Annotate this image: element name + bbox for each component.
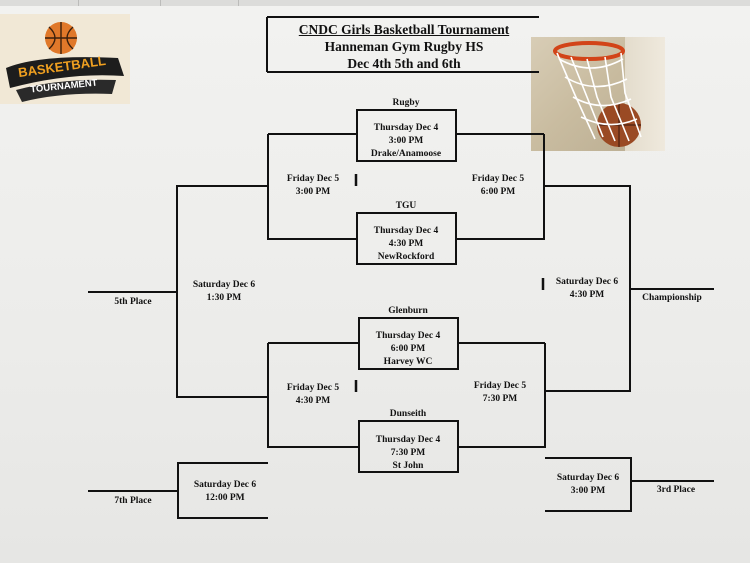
tournament-logo: BASKETBALL TOURNAMENT — [0, 14, 130, 104]
opponent-label: Drake/Anamoose — [370, 149, 442, 159]
opponent-label: NewRockford — [377, 252, 435, 262]
page-title: CNDC Girls Basketball Tournament — [298, 22, 510, 37]
dates-text: Dec 4th 5th and 6th — [347, 56, 461, 71]
header-box — [266, 16, 539, 73]
basketball-icon — [6, 22, 124, 102]
placement-label-7th: 7th Place — [114, 496, 152, 506]
round-day: Friday Dec 5 — [286, 174, 340, 184]
paper-top-edge — [0, 0, 750, 8]
game-time: 3:00 PM — [388, 136, 424, 146]
game-day: Thursday Dec 4 — [375, 331, 441, 341]
game-time: 6:00 PM — [390, 344, 426, 354]
placement-label-3rd: 3rd Place — [656, 485, 696, 495]
placement-label-5th: 5th Place — [114, 297, 152, 307]
opponent-label: St John — [392, 461, 424, 471]
game-day: Thursday Dec 4 — [375, 435, 441, 445]
game-time: 7:30 PM — [390, 448, 426, 458]
round-time: 12:00 PM — [205, 493, 245, 503]
hoop-photo — [531, 37, 665, 151]
game-day: Thursday Dec 4 — [373, 226, 439, 236]
team-label-dunseith: Dunseith — [389, 409, 427, 419]
team-label-tgu: TGU — [395, 201, 417, 211]
basketball-hoop-icon — [553, 41, 642, 147]
round-day: Friday Dec 5 — [286, 383, 340, 393]
opponent-label: Harvey WC — [383, 357, 433, 367]
round-day: Saturday Dec 6 — [192, 280, 256, 290]
round-time: 4:30 PM — [295, 396, 331, 406]
round-day: Friday Dec 5 — [473, 381, 527, 391]
venue-text: Hanneman Gym Rugby HS — [324, 39, 484, 54]
rugby-game-box — [356, 109, 457, 162]
team-label-glenburn: Glenburn — [388, 306, 428, 316]
round-day: Friday Dec 5 — [471, 174, 525, 184]
game-time: 4:30 PM — [388, 239, 424, 249]
round-time: 4:30 PM — [569, 290, 605, 300]
round-time: 3:00 PM — [570, 486, 606, 496]
team-label-rugby: Rugby — [392, 98, 420, 108]
round-time: 6:00 PM — [480, 187, 516, 197]
round-time: 3:00 PM — [295, 187, 331, 197]
round-day: Saturday Dec 6 — [193, 480, 257, 490]
round-day: Saturday Dec 6 — [556, 473, 620, 483]
round-day: Saturday Dec 6 — [555, 277, 619, 287]
game-day: Thursday Dec 4 — [373, 123, 439, 133]
placement-label-championship: Championship — [642, 293, 702, 303]
round-time: 7:30 PM — [482, 394, 518, 404]
round-time: 1:30 PM — [206, 293, 242, 303]
